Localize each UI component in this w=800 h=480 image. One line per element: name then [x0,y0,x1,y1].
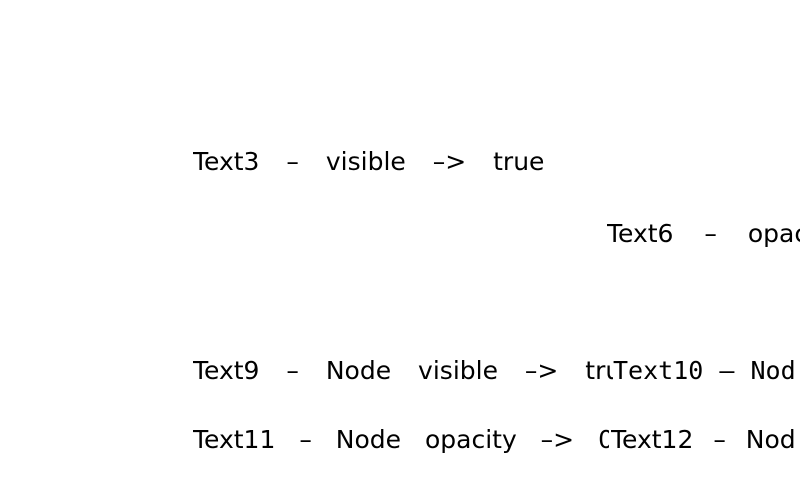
text-label-text6: Text6 – opaci [607,221,800,248]
text-label-text11: Text11 – Node opacity –> 0 [193,427,609,454]
text-label-text12: Text12 – Nod [611,427,796,454]
text-label-text9: Text9 – Node visible –> tru [193,358,613,385]
text-label-text10: Text10 – Nod [613,358,796,385]
text-label-text3: Text3 – visible –> true [193,149,545,176]
